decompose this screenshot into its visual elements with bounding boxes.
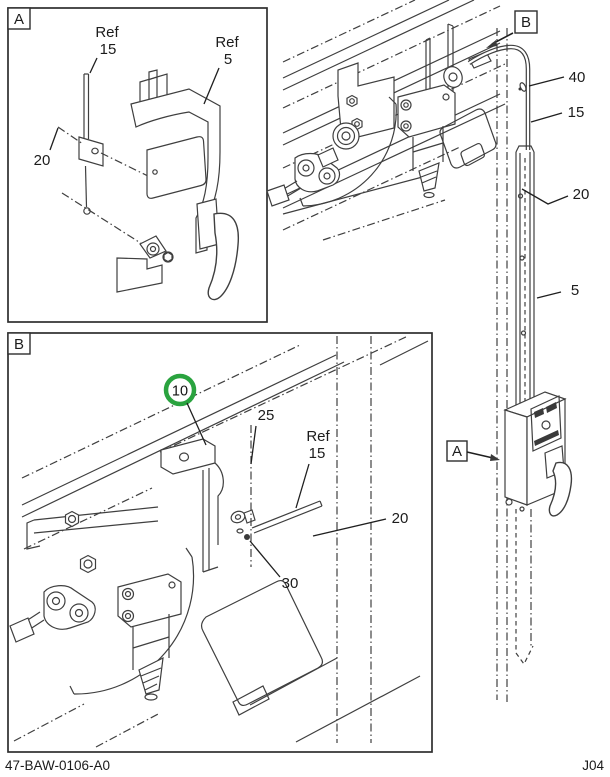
inset-a-frame <box>7 7 268 323</box>
inset-b-frame <box>7 332 433 753</box>
mechanism-b <box>9 547 195 701</box>
tag-a-arrow-line <box>466 451 494 459</box>
doc-number: 47-BAW-0106-A0 <box>5 758 110 773</box>
callout-5: 5 <box>571 282 579 299</box>
callout-20: 20 <box>573 186 590 203</box>
highlight-circle-10 <box>163 373 197 407</box>
foot-bracket <box>116 257 163 293</box>
pin-30 <box>244 534 250 540</box>
washer <box>236 528 244 534</box>
main-view: B A 40 15 20 5 <box>266 0 590 702</box>
frame-rails-b <box>21 335 429 550</box>
callout-ref5-num: 5 <box>224 51 232 68</box>
inset-a-tag-label: A <box>14 11 24 28</box>
tag-b-box <box>514 10 538 34</box>
callout-20: 20 <box>34 152 51 169</box>
leader-40 <box>528 76 565 87</box>
inset-a-callouts: Ref 15 Ref 5 20 <box>34 24 240 169</box>
leader-20 <box>521 188 569 205</box>
leader-30 <box>249 540 281 578</box>
tag-a-arrowhead <box>490 454 500 461</box>
latch-control-box <box>503 391 573 517</box>
pivot-hub <box>332 122 360 150</box>
callout-40: 40 <box>569 69 586 86</box>
inset-b-tag-label: B <box>14 336 24 353</box>
inset-a-tag-box <box>7 7 31 30</box>
valve-body <box>117 573 182 628</box>
mechanism-main <box>266 51 492 207</box>
footer: 47-BAW-0106-A0 J04 <box>5 758 604 773</box>
leader-ref15 <box>295 463 310 509</box>
latch-rod <box>78 73 104 215</box>
callout-15: 15 <box>568 104 585 121</box>
bracket-10 <box>160 438 224 573</box>
callout-25: 25 <box>258 407 275 424</box>
nozzle <box>418 162 440 192</box>
inset-a: A <box>7 7 268 323</box>
callout-10: 10 <box>172 384 188 400</box>
tag-b-label: B <box>521 14 531 31</box>
inset-b: B <box>7 332 433 753</box>
instruction-sticker <box>530 395 562 452</box>
leader-ref15 <box>89 57 98 74</box>
callout-ref5-prefix: Ref <box>215 34 239 51</box>
sector-plate <box>73 556 195 695</box>
callout-20: 20 <box>392 510 409 527</box>
main-view-callouts: 40 15 20 5 <box>521 69 590 299</box>
support-bar <box>26 506 159 550</box>
door-edge-lines-b <box>336 336 372 743</box>
callout-ref15-num: 15 <box>100 41 117 58</box>
channel-hole-20 <box>517 193 524 199</box>
handle-grip <box>548 461 573 517</box>
leader-15 <box>530 112 563 123</box>
rod-eye <box>443 66 463 88</box>
sector-plate <box>302 103 397 207</box>
inset-b-tag-box <box>7 332 31 355</box>
page-code: J04 <box>582 758 604 773</box>
leader-20 <box>49 127 59 151</box>
latch-rod-b <box>230 425 323 567</box>
rod-channel <box>515 145 535 410</box>
handle-grip <box>207 212 240 301</box>
tag-b-arrowhead <box>486 40 497 48</box>
leader-20 <box>312 518 387 537</box>
panel-cutouts-b <box>13 579 421 748</box>
callout-ref15-num: 15 <box>309 445 326 462</box>
fastener-axis-lines <box>57 126 153 250</box>
leader-5 <box>536 291 562 299</box>
callout-ref15-prefix: Ref <box>306 428 330 445</box>
hex-bolt <box>64 510 80 528</box>
leader-10 <box>186 402 207 446</box>
inset-b-callouts: 10 25 Ref 15 20 30 <box>163 373 409 592</box>
tag-a-box <box>446 440 468 462</box>
callout-30: 30 <box>282 575 299 592</box>
box-front <box>504 409 528 506</box>
valve-body <box>397 84 456 138</box>
hex-bolt <box>79 554 97 574</box>
main-view-tags: B A <box>446 10 538 462</box>
tag-a-label: A <box>452 443 462 460</box>
leader-ref5 <box>203 67 220 105</box>
door-edge-lines-main <box>496 28 534 702</box>
latch-bracket-assembly <box>116 69 240 301</box>
leader-25 <box>250 425 257 465</box>
nozzle <box>138 656 164 695</box>
callout-ref15-prefix: Ref <box>95 24 119 41</box>
panel-cutouts-main <box>439 108 497 169</box>
control-rod <box>467 44 531 150</box>
